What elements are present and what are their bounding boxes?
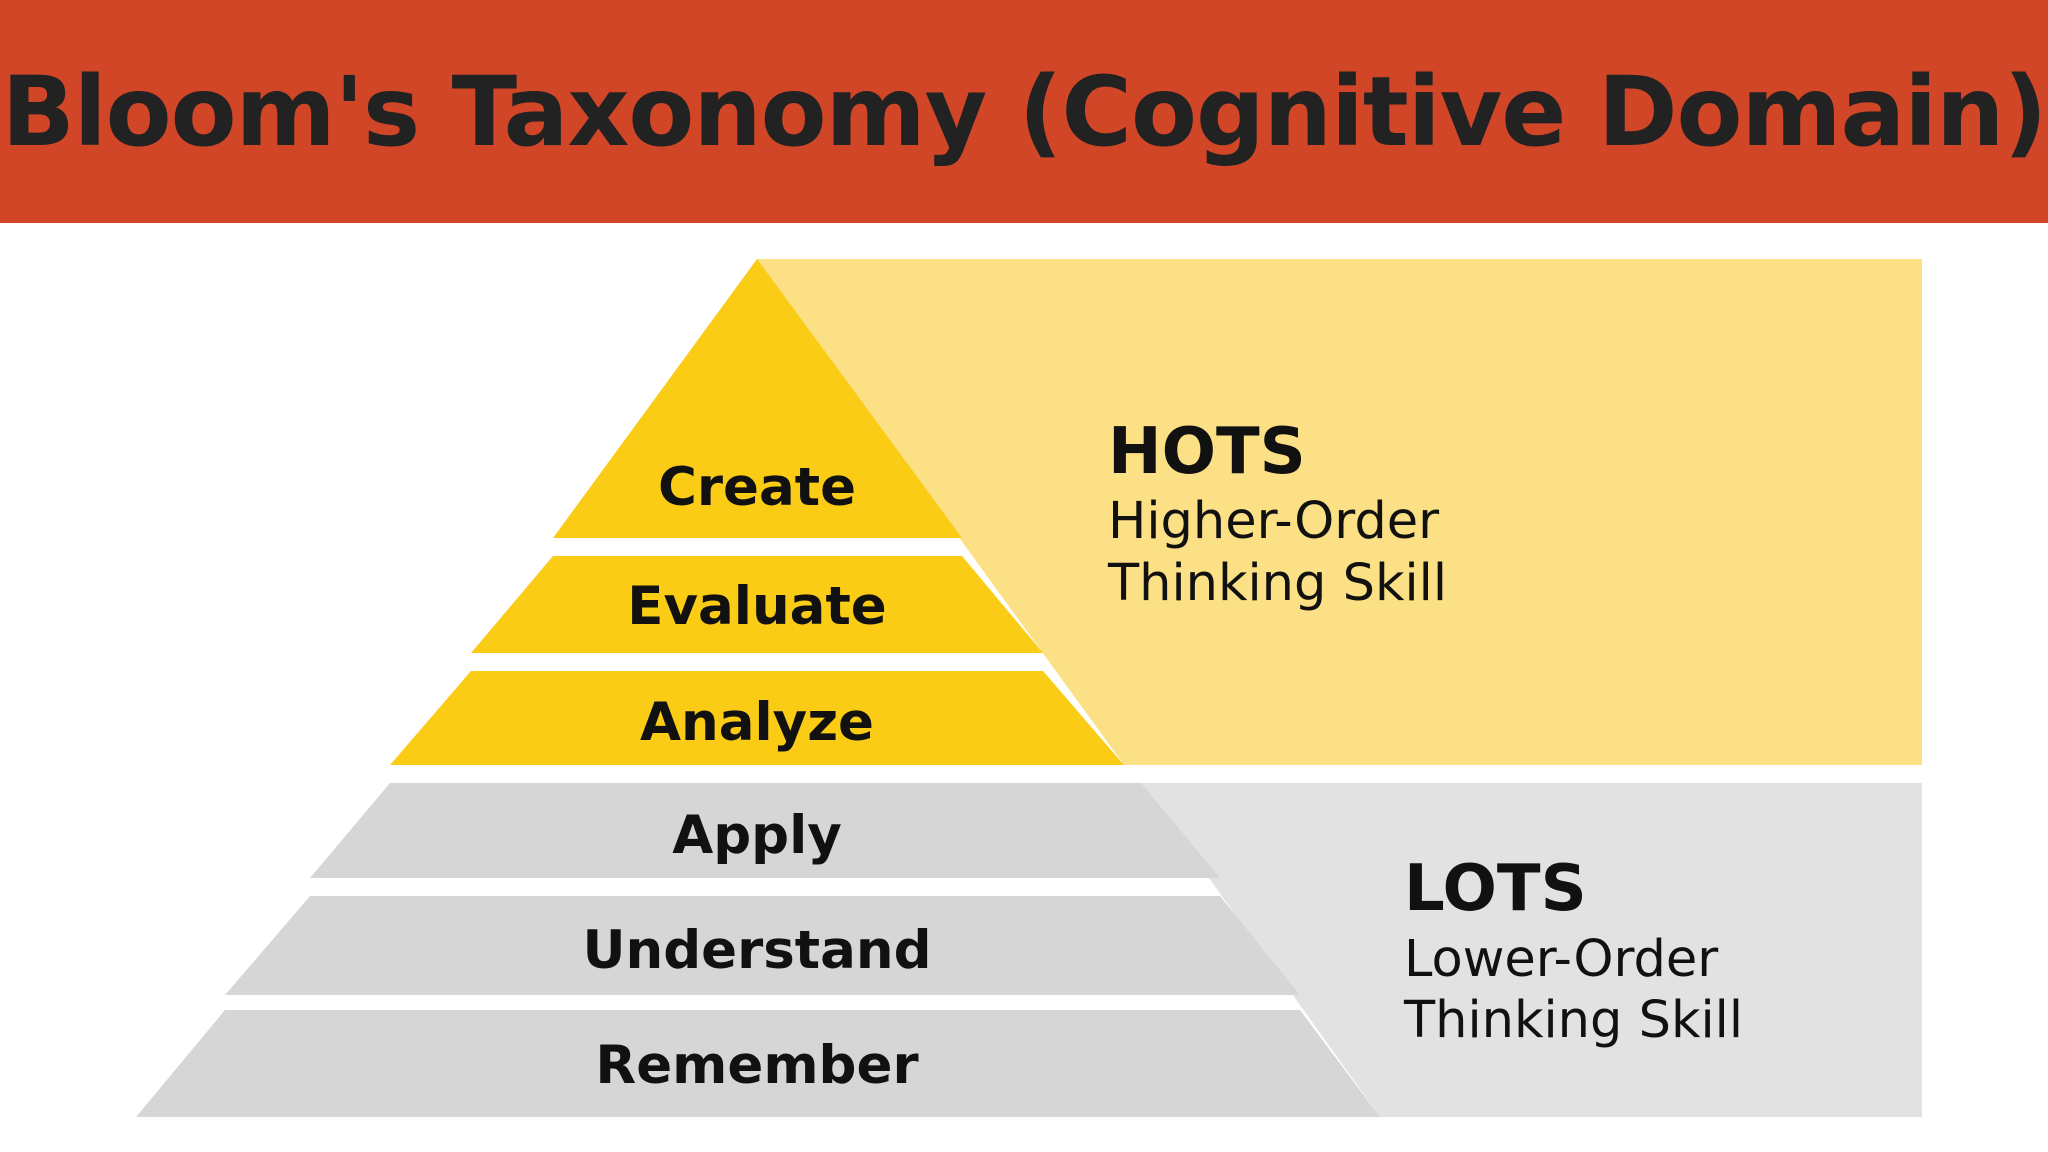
lots-desc-line1: Lower-Order: [1404, 930, 1718, 989]
lots-abbr: LOTS: [1404, 852, 1587, 926]
level-label-analyze: Analyze: [640, 692, 874, 753]
level-remember: [136, 1010, 1380, 1117]
lots-panel: [1141, 783, 1922, 1117]
hots-desc-line1: Higher-Order: [1108, 492, 1439, 551]
hots-abbr: HOTS: [1108, 415, 1306, 489]
level-create: [553, 259, 962, 538]
hots-desc-line2: Thinking Skill: [1107, 554, 1447, 613]
page-title: Bloom's Taxonomy (Cognitive Domain): [1, 55, 2048, 168]
level-label-understand: Understand: [582, 920, 931, 981]
level-label-create: Create: [658, 457, 856, 518]
hots-panel: [757, 259, 1922, 765]
level-label-apply: Apply: [672, 805, 842, 866]
title-banner: Bloom's Taxonomy (Cognitive Domain): [0, 0, 2048, 223]
level-understand: [225, 896, 1300, 995]
level-evaluate: [471, 556, 1043, 653]
level-label-remember: Remember: [595, 1035, 918, 1096]
level-apply: [310, 783, 1220, 878]
lots-desc-line2: Thinking Skill: [1403, 991, 1743, 1050]
level-label-evaluate: Evaluate: [627, 576, 886, 637]
level-analyze: [390, 671, 1124, 765]
